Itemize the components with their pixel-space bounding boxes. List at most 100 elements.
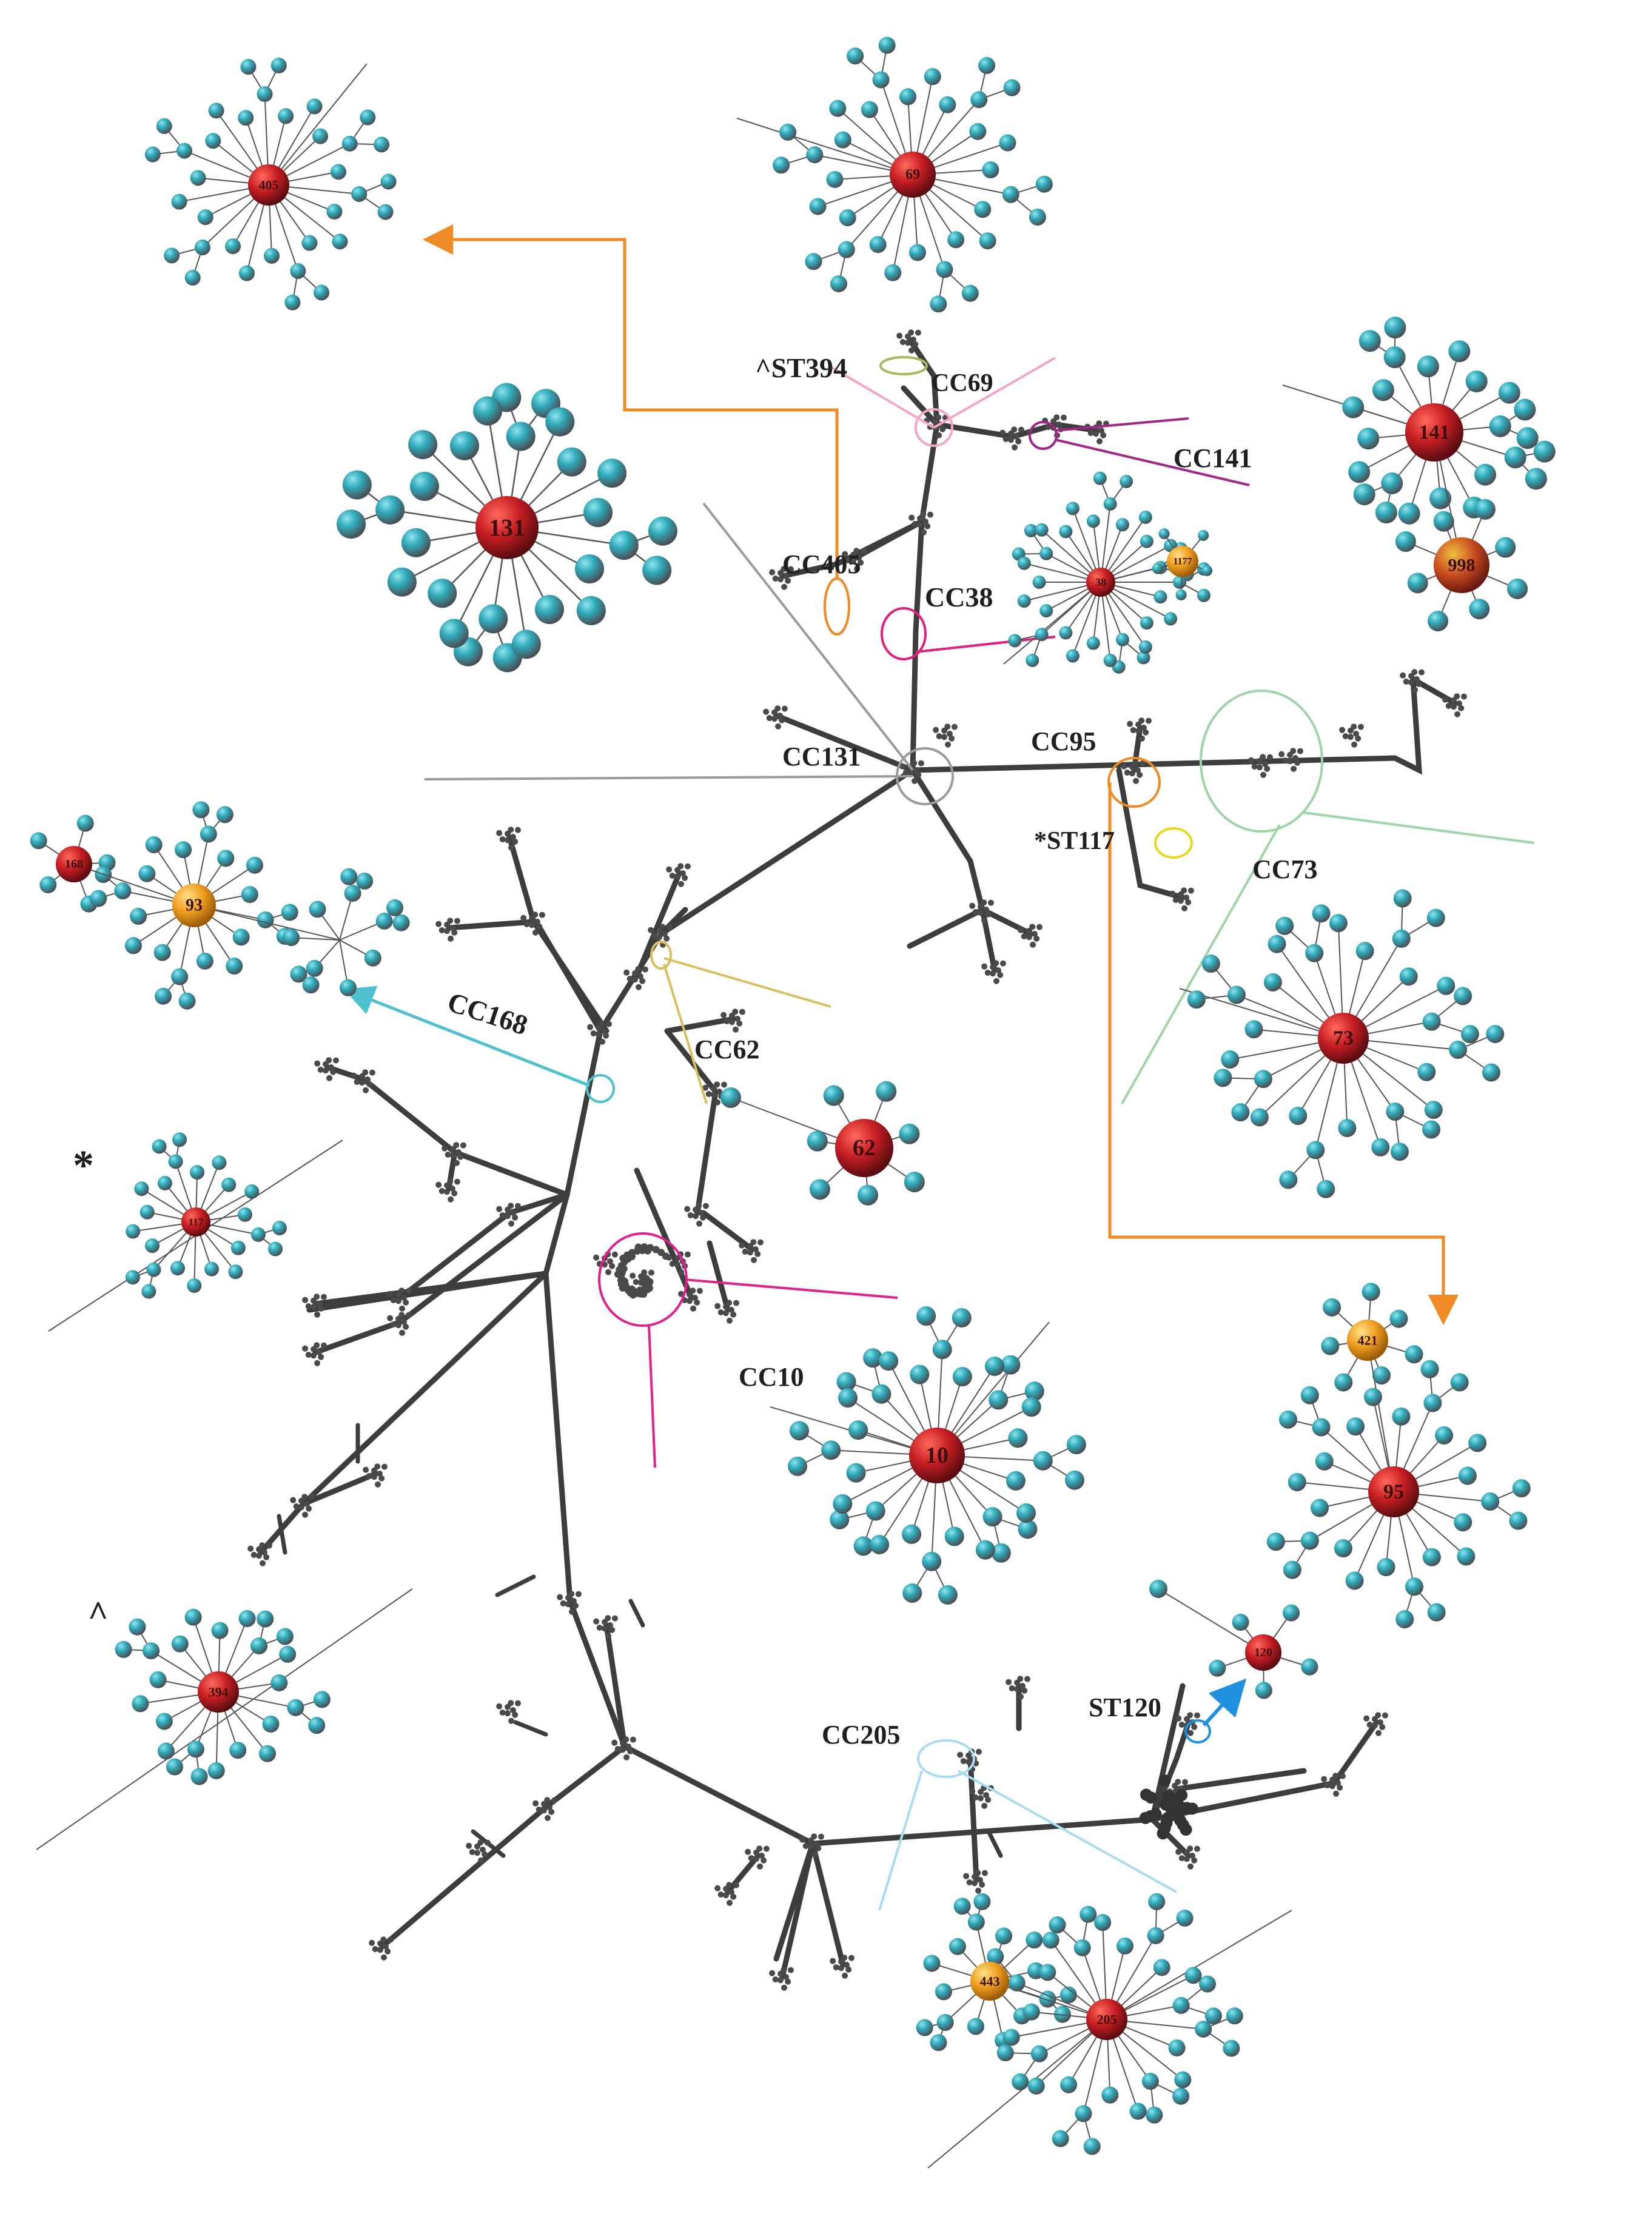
sequence-type-node xyxy=(970,91,988,109)
sequence-type-node xyxy=(1120,474,1133,488)
svg-text:120: 120 xyxy=(1254,1646,1272,1659)
sequence-type-node xyxy=(1129,2103,1147,2120)
cc69-pointer xyxy=(830,357,1056,429)
cc168-ellipse xyxy=(586,1074,615,1103)
sequence-type-node xyxy=(545,407,575,437)
sequence-type-node xyxy=(408,430,438,460)
sequence-type-node xyxy=(979,232,996,250)
tree-cluster-node xyxy=(634,1243,642,1251)
sequence-type-node xyxy=(848,1420,868,1440)
sequence-type-node xyxy=(1254,1070,1272,1089)
sequence-type-node xyxy=(392,914,410,931)
tree-cluster xyxy=(1248,754,1273,778)
sequence-type-node xyxy=(1395,1610,1414,1629)
sequence-type-node xyxy=(1469,599,1490,620)
tree-cluster xyxy=(714,1882,739,1906)
sequence-type-node xyxy=(171,968,189,985)
tree-cluster xyxy=(981,960,1006,984)
sequence-type-node xyxy=(1384,317,1406,339)
sequence-type-node xyxy=(902,1524,922,1544)
sequence-type-node xyxy=(197,209,213,226)
sequence-type-node xyxy=(1116,1937,1134,1955)
sequence-type-node xyxy=(936,261,953,278)
sequence-type-node xyxy=(1214,1069,1232,1087)
sequence-type-node xyxy=(364,949,381,967)
sequence-type-node xyxy=(642,556,672,585)
sequence-type-node xyxy=(351,186,368,202)
sequence-type-node xyxy=(184,269,201,286)
sequence-type-node xyxy=(1164,612,1178,626)
st120-arrow xyxy=(1202,1678,1247,1727)
tree-cluster-node xyxy=(619,1284,626,1292)
sequence-type-node xyxy=(790,1421,810,1441)
label-cc10: CC10 xyxy=(739,1362,804,1392)
sequence-type-node xyxy=(1329,914,1348,933)
sequence-type-node xyxy=(869,236,887,253)
founder-205: 205 xyxy=(1086,1999,1127,2040)
cc205-pointer xyxy=(878,1770,1177,1911)
sequence-type-node xyxy=(1514,398,1536,421)
sequence-type-node xyxy=(953,1898,971,1915)
network-edge xyxy=(1367,1340,1394,1492)
sequence-type-node xyxy=(1516,427,1539,449)
founder-73: 73 xyxy=(1318,1013,1369,1064)
sequence-type-node xyxy=(944,1526,964,1546)
sequence-type-node xyxy=(1255,1682,1272,1699)
sequence-type-node xyxy=(904,1172,925,1193)
svg-text:62: 62 xyxy=(853,1135,876,1161)
sequence-type-node xyxy=(1103,654,1117,668)
sequence-type-node xyxy=(1094,1914,1112,1932)
sequence-type-node xyxy=(1018,1519,1038,1539)
sequence-type-node xyxy=(387,567,417,597)
sequence-type-node xyxy=(1035,628,1049,642)
sequence-type-node xyxy=(969,123,987,140)
founder-95: 95 xyxy=(1368,1466,1419,1517)
tree-cluster xyxy=(302,1294,327,1318)
sequence-type-node xyxy=(1035,175,1053,193)
founder-421: 421 xyxy=(1347,1320,1388,1361)
sequence-type-node xyxy=(1232,1614,1249,1631)
sequence-type-node xyxy=(973,1893,991,1910)
sequence-type-node xyxy=(1141,2073,1159,2090)
sequence-type-node xyxy=(270,1674,288,1691)
sequence-type-node xyxy=(1417,1062,1436,1081)
sequence-type-node xyxy=(838,1388,858,1408)
sequence-type-node xyxy=(1495,537,1516,558)
tree-cluster xyxy=(1339,723,1364,748)
tree-cluster xyxy=(1175,1845,1200,1870)
sequence-type-node xyxy=(788,1456,808,1476)
sequence-type-node xyxy=(409,471,439,501)
network-edge xyxy=(1179,988,1344,1039)
tree-cluster xyxy=(314,1057,339,1081)
sequence-type-node xyxy=(1437,976,1456,995)
tree-cluster xyxy=(1084,420,1109,445)
svg-text:141: 141 xyxy=(1419,421,1450,444)
sequence-type-node xyxy=(1204,2007,1222,2025)
sequence-type-node xyxy=(1002,2029,1020,2046)
cc141-pointer xyxy=(1055,417,1250,486)
star-network xyxy=(283,868,410,996)
star-network xyxy=(1395,498,1528,632)
sequence-type-node xyxy=(879,1351,899,1371)
tree-cluster xyxy=(1442,693,1467,717)
founder-117: 117 xyxy=(181,1207,210,1237)
sequence-type-node xyxy=(1338,1119,1357,1138)
cc10-pointer xyxy=(648,1278,898,1468)
sequence-type-node xyxy=(1198,529,1209,541)
sequence-type-node xyxy=(1383,346,1406,369)
network-edge xyxy=(36,1588,413,1850)
sequence-type-node xyxy=(809,1179,830,1200)
sequence-type-node xyxy=(935,1983,952,2001)
sequence-type-node xyxy=(908,244,926,261)
cc69-ellipse xyxy=(915,408,953,447)
sequence-type-node xyxy=(1422,1012,1441,1031)
sequence-type-node xyxy=(1017,556,1031,570)
sequence-type-node xyxy=(1140,616,1153,630)
svg-text:168: 168 xyxy=(65,858,83,871)
sequence-type-node xyxy=(1146,2106,1163,2124)
sequence-type-node xyxy=(1301,1658,1318,1676)
sequence-type-node xyxy=(511,629,541,659)
sequence-type-node xyxy=(130,907,147,925)
sequence-type-node xyxy=(1147,1927,1164,1944)
sequence-type-node xyxy=(129,1618,146,1636)
